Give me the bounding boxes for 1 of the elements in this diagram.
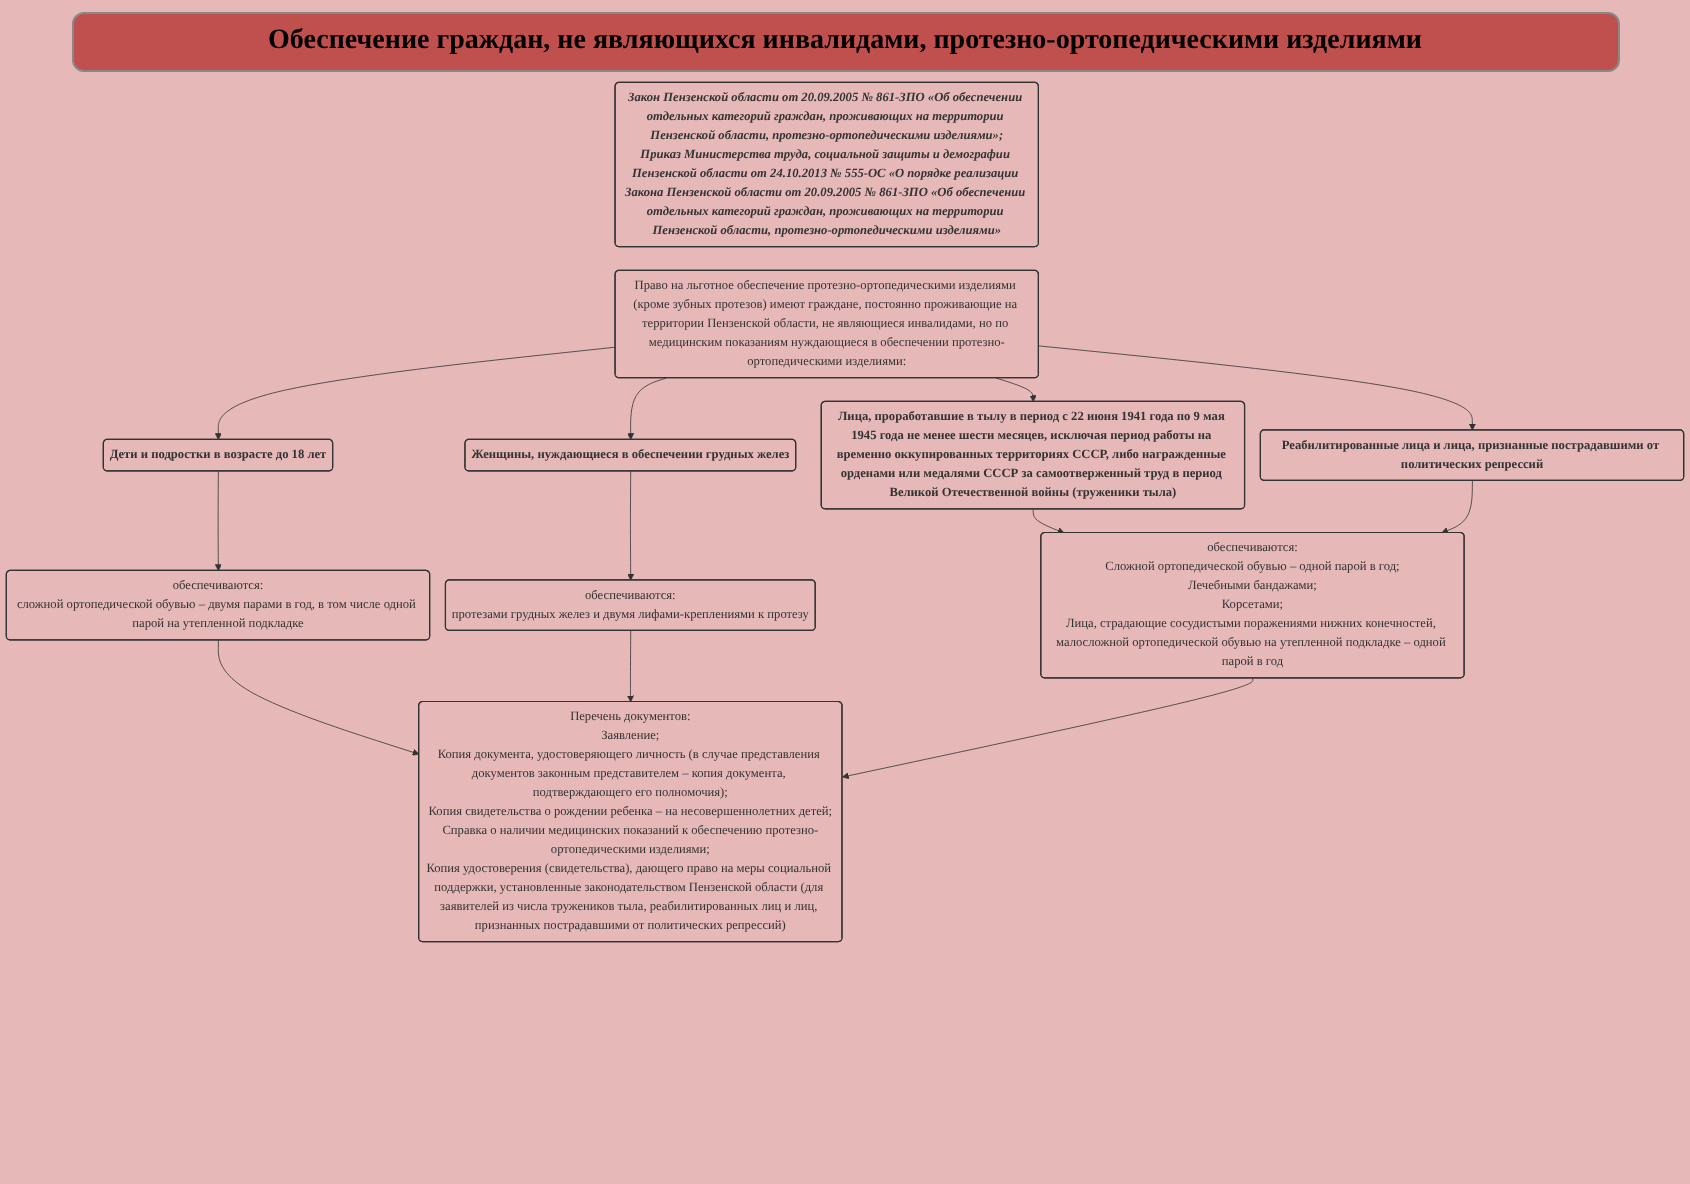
title-banner: Обеспечение граждан, не являющихся инвалидами, протезно-ортопедическими изделиями <box>71 12 1619 72</box>
